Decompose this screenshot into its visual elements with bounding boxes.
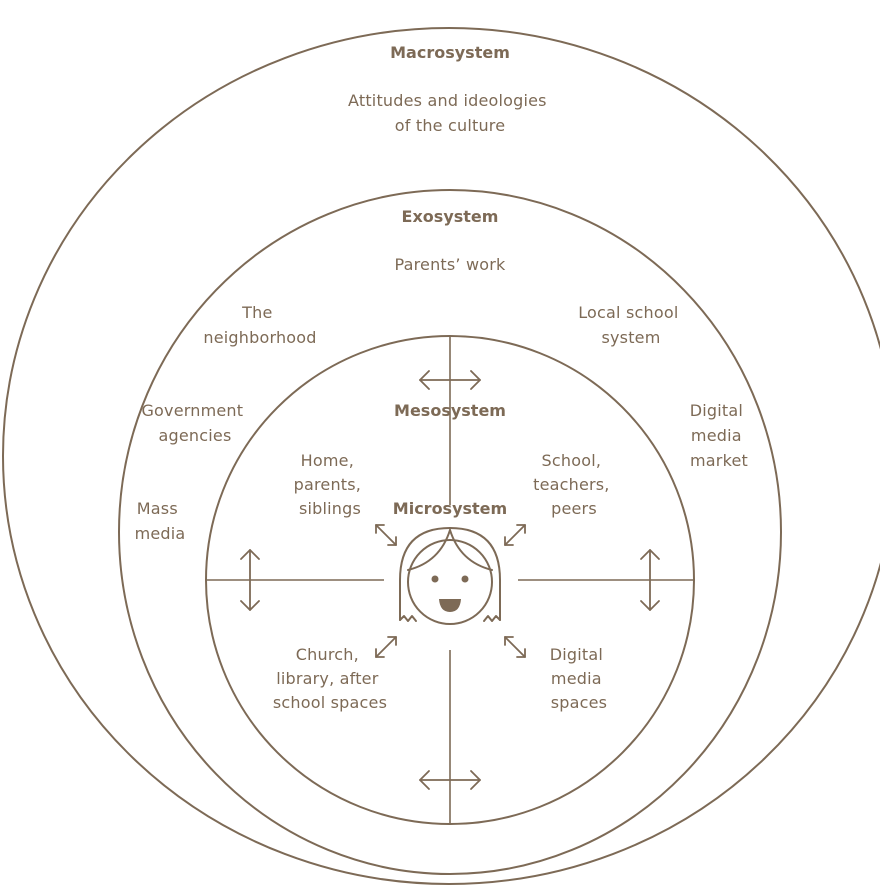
exosystem-item-digital-market: Digital media market <box>690 401 749 470</box>
diagonal-arrow-icon-top-left <box>375 524 397 546</box>
exosystem-item-local-school: Local school system <box>578 303 684 347</box>
macrosystem-title: Macrosystem <box>390 43 510 62</box>
diagonal-arrow-icon-bottom-left <box>375 636 397 658</box>
microsystem-item-school: School, teachers, peers <box>533 451 615 518</box>
macrosystem-ring <box>2 27 880 885</box>
exosystem-title: Exosystem <box>402 207 499 226</box>
exosystem-item-parents-work: Parents’ work <box>394 255 506 274</box>
diagonal-arrow-icon-top-right <box>504 524 526 546</box>
microsystem-title: Microsystem <box>393 499 507 518</box>
microsystem-item-digital-spaces: Digital media spaces <box>550 645 609 712</box>
exosystem-item-neighborhood: The neighborhood <box>203 303 316 347</box>
macrosystem-description: Attitudes and ideologies of the culture <box>348 91 552 135</box>
mesosystem-title: Mesosystem <box>394 401 506 420</box>
double-arrow-icon-top <box>419 370 481 390</box>
microsystem-item-church: Church, library, after school spaces <box>273 645 387 712</box>
exosystem-item-mass-media: Mass media <box>135 499 186 543</box>
exosystem-ring <box>118 189 782 875</box>
diagonal-arrow-icon-bottom-right <box>504 636 526 658</box>
microsystem-item-home: Home, parents, siblings <box>294 451 367 518</box>
double-arrow-icon-bottom <box>419 770 481 790</box>
child-face-icon <box>399 527 501 625</box>
exosystem-item-government: Government agencies <box>141 401 248 445</box>
double-arrow-icon-left <box>240 549 260 611</box>
double-arrow-icon-right <box>640 549 660 611</box>
